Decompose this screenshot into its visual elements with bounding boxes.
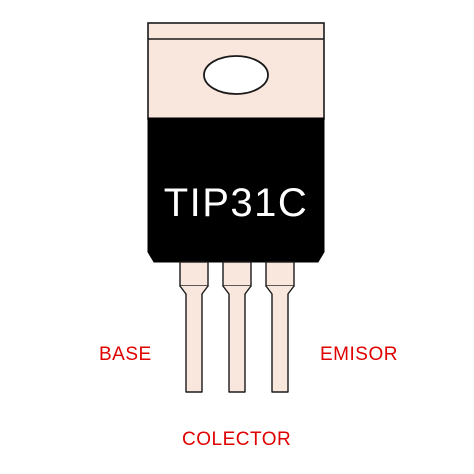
base-pin-shoulder <box>179 261 209 287</box>
base-pin <box>179 285 209 393</box>
collector-pin-shoulder <box>222 261 252 287</box>
emitter-pin <box>265 285 295 393</box>
collector-pin-label: COLECTOR <box>182 429 292 450</box>
transistor-body <box>147 117 325 263</box>
base-pin-label: BASE <box>99 344 152 365</box>
emitter-pin-shoulder <box>265 261 295 287</box>
part-number: TIP31C <box>164 181 309 225</box>
mounting-hole <box>203 55 269 95</box>
collector-pin <box>222 285 252 393</box>
emitter-pin-label: EMISOR <box>320 344 398 365</box>
